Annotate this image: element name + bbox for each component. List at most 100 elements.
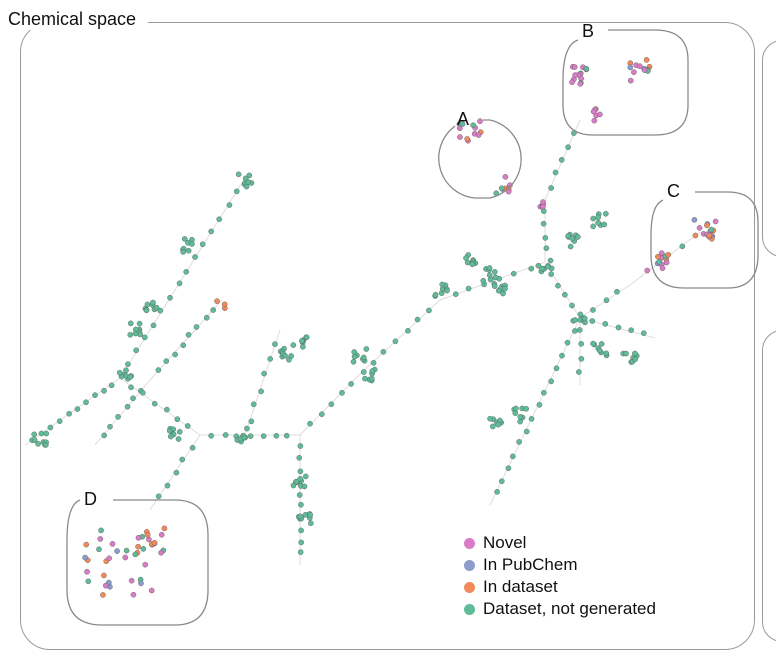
- molecule-node: [696, 225, 703, 231]
- molecule-node: [158, 531, 165, 538]
- molecule-node: [132, 551, 139, 558]
- molecule-node: [528, 416, 535, 422]
- molecule-node: [241, 434, 248, 441]
- molecule-node: [569, 235, 576, 242]
- molecule-node: [185, 247, 192, 254]
- legend-swatch: [464, 537, 475, 549]
- molecule-node: [137, 331, 143, 338]
- molecule-node: [595, 214, 601, 221]
- zoom-label-c: C: [667, 181, 680, 201]
- molecule-node: [184, 423, 191, 429]
- molecule-node: [127, 320, 134, 327]
- molecule-node: [148, 587, 155, 594]
- legend-swatch: [464, 603, 475, 615]
- molecule-node: [157, 307, 164, 314]
- molecule-node: [571, 64, 578, 70]
- molecule-node: [233, 188, 240, 195]
- molecule-node: [298, 527, 304, 534]
- molecule-node: [128, 577, 135, 584]
- molecule-node: [116, 369, 123, 376]
- molecule-node: [486, 265, 493, 271]
- molecule-node: [452, 291, 459, 297]
- legend-item-novel: Novel: [464, 532, 656, 554]
- molecule-node: [164, 406, 170, 413]
- molecule-node: [499, 478, 505, 484]
- molecule-node: [127, 332, 134, 338]
- molecule-node: [180, 342, 187, 349]
- molecule-node: [307, 512, 314, 518]
- molecule-node: [179, 456, 186, 463]
- molecule-node: [523, 428, 530, 435]
- molecule-node: [260, 433, 267, 439]
- molecule-node: [405, 328, 411, 334]
- molecule-node: [189, 444, 196, 451]
- molecule-node: [603, 350, 610, 357]
- molecule-node: [283, 432, 290, 439]
- molecule-node: [548, 185, 554, 191]
- tree-edge: [244, 329, 281, 436]
- molecule-node: [222, 432, 229, 438]
- molecule-node: [250, 401, 257, 408]
- legend-swatch: [464, 559, 475, 571]
- molecule-node: [363, 346, 370, 352]
- molecule-node: [109, 541, 116, 547]
- molecule-node: [82, 554, 88, 561]
- molecule-node: [135, 534, 142, 541]
- molecule-node: [302, 473, 309, 480]
- molecule-node: [92, 392, 98, 398]
- molecule-node: [153, 304, 160, 311]
- molecule-node: [591, 117, 598, 124]
- molecule-node: [590, 215, 596, 222]
- molecule-node: [498, 185, 505, 192]
- molecule-node: [516, 439, 522, 445]
- legend-label: Dataset, not generated: [483, 599, 656, 618]
- tree-edge: [119, 177, 246, 379]
- molecule-node: [143, 307, 150, 314]
- molecule-node: [140, 546, 147, 552]
- molecule-node: [590, 307, 596, 313]
- molecule-node: [35, 441, 41, 447]
- molecule-node: [627, 77, 634, 84]
- molecule-node: [214, 298, 220, 304]
- molecule-node: [221, 301, 228, 308]
- molecule-node: [167, 294, 173, 301]
- molecule-node: [559, 352, 565, 359]
- tree-edge: [544, 261, 581, 319]
- molecule-node: [176, 280, 183, 287]
- molecule-node: [125, 361, 131, 367]
- molecule-node: [540, 220, 547, 227]
- molecule-node: [706, 232, 713, 239]
- zoom-box-c: [650, 191, 759, 289]
- molecule-node: [290, 482, 297, 489]
- molecule-node: [296, 455, 303, 461]
- molecule-node: [307, 420, 313, 427]
- molecule-node: [548, 271, 554, 277]
- molecule-node: [487, 276, 494, 283]
- molecule-node: [643, 57, 650, 63]
- molecule-node: [282, 352, 288, 359]
- molecule-node: [161, 525, 168, 532]
- molecule-node: [392, 338, 399, 345]
- molecule-node: [659, 265, 666, 272]
- molecule-node: [247, 433, 254, 439]
- molecule-node: [631, 69, 637, 75]
- molecule-node: [456, 125, 463, 132]
- molecule-node: [572, 328, 578, 334]
- molecule-node: [362, 375, 368, 382]
- chemical-space-panel: [20, 22, 755, 650]
- molecule-node: [173, 469, 180, 476]
- zoom-box-b: [562, 29, 689, 136]
- molecule-node: [248, 418, 255, 425]
- molecule-node: [298, 501, 304, 508]
- molecule-node: [469, 261, 476, 268]
- molecule-node: [691, 217, 698, 223]
- molecule-node: [299, 338, 305, 344]
- molecule-node: [151, 540, 158, 546]
- molecule-node: [107, 423, 113, 430]
- molecule-node: [199, 241, 206, 248]
- molecule-node: [517, 418, 523, 425]
- molecule-node: [192, 254, 198, 260]
- molecule-node: [144, 532, 151, 538]
- molecule-node: [495, 421, 502, 428]
